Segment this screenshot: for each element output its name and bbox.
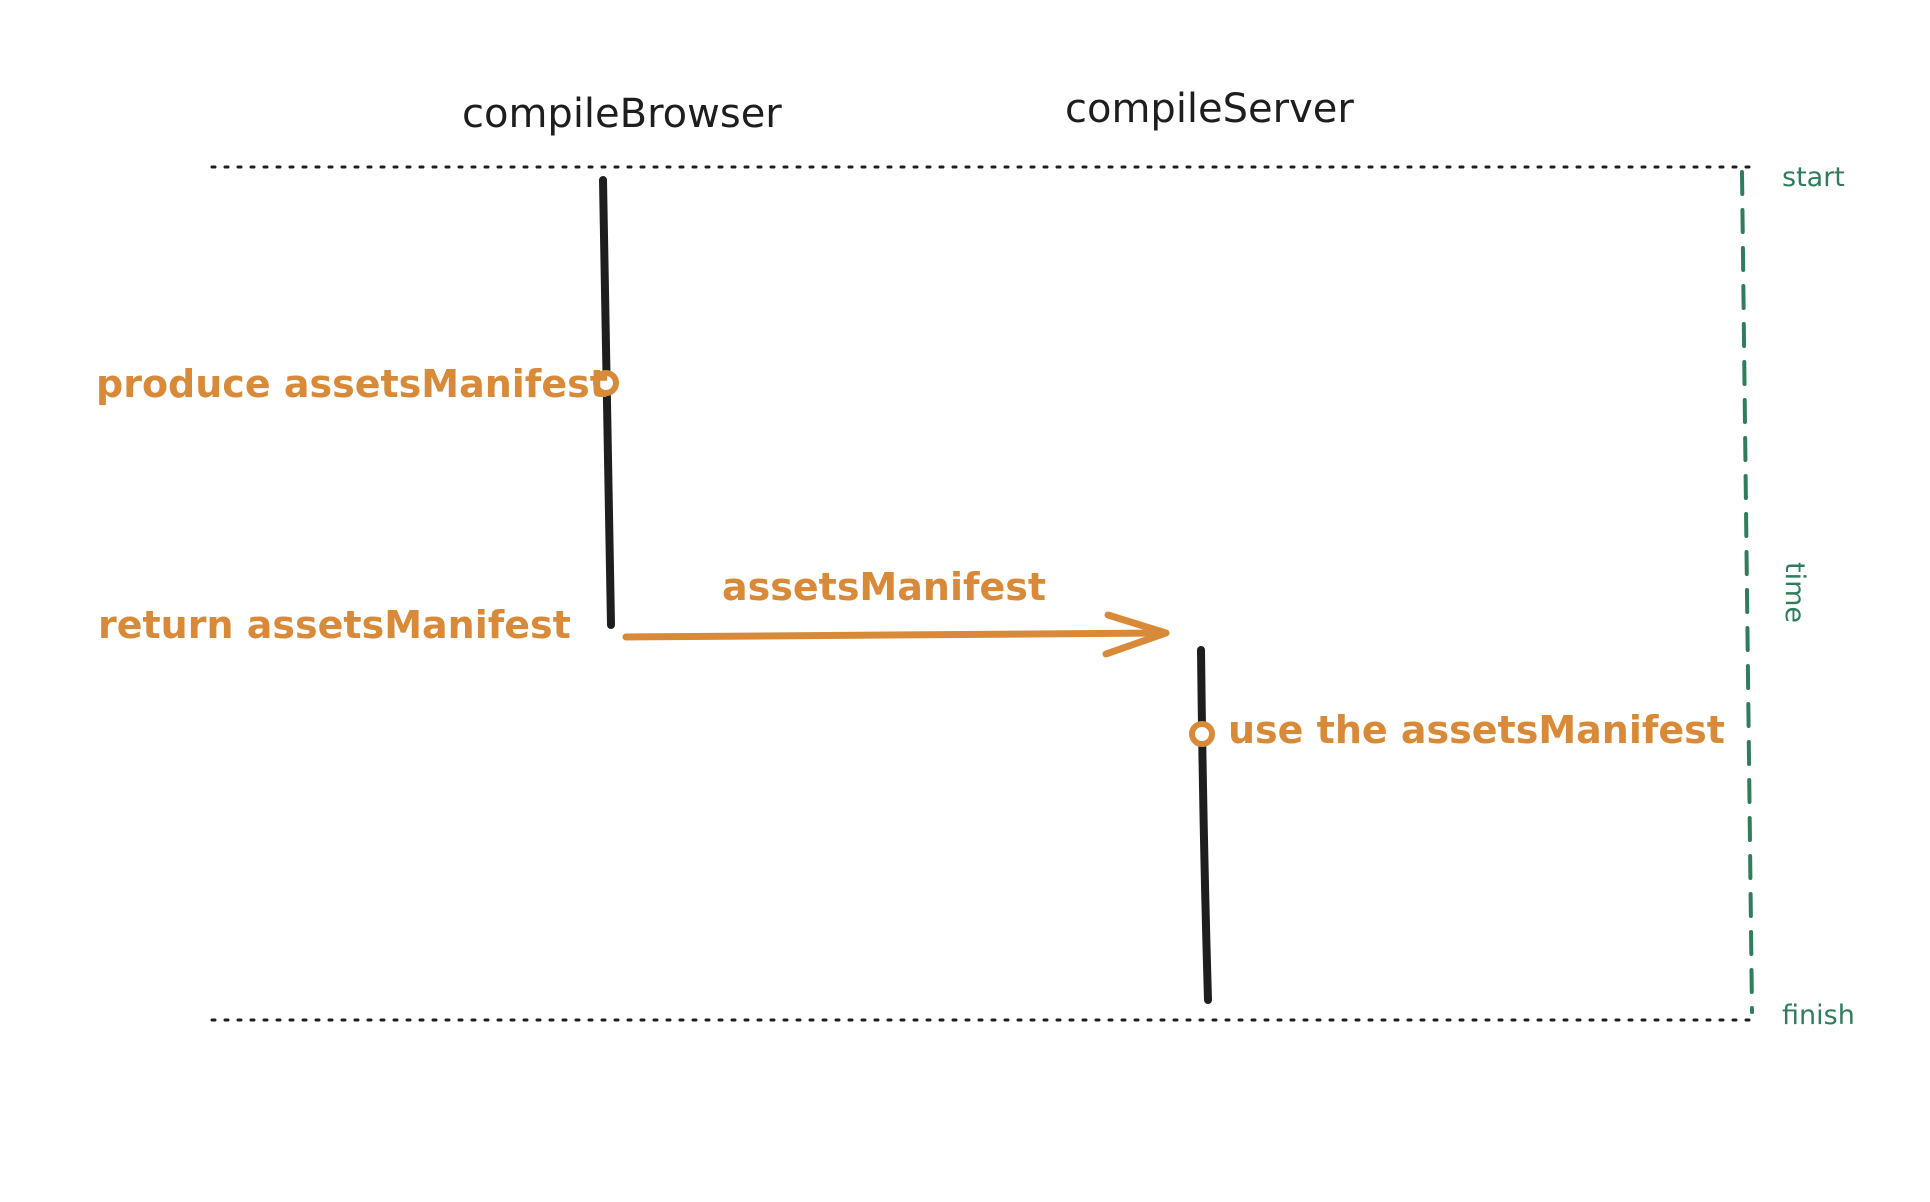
message-arrow-head — [1102, 611, 1170, 658]
browser-lifeline — [599, 176, 615, 629]
use-event-label: use the assetsManifest — [1228, 708, 1725, 752]
message-arrow-shaft — [622, 629, 1167, 641]
time-axis-line — [1740, 170, 1754, 1014]
finish-label: finish — [1782, 1000, 1855, 1031]
use-event-marker — [1189, 721, 1215, 747]
time-axis-label: time — [1779, 562, 1810, 623]
produce-event-marker — [593, 370, 619, 396]
return-event-label: return assetsManifest — [98, 603, 571, 647]
start-label: start — [1782, 162, 1845, 193]
server-lifeline — [1197, 646, 1212, 1004]
produce-event-label: produce assetsManifest — [96, 362, 608, 406]
lane-title-browser: compileBrowser — [462, 91, 782, 137]
lane-title-server: compileServer — [1065, 86, 1354, 132]
message-label: assetsManifest — [722, 565, 1046, 609]
